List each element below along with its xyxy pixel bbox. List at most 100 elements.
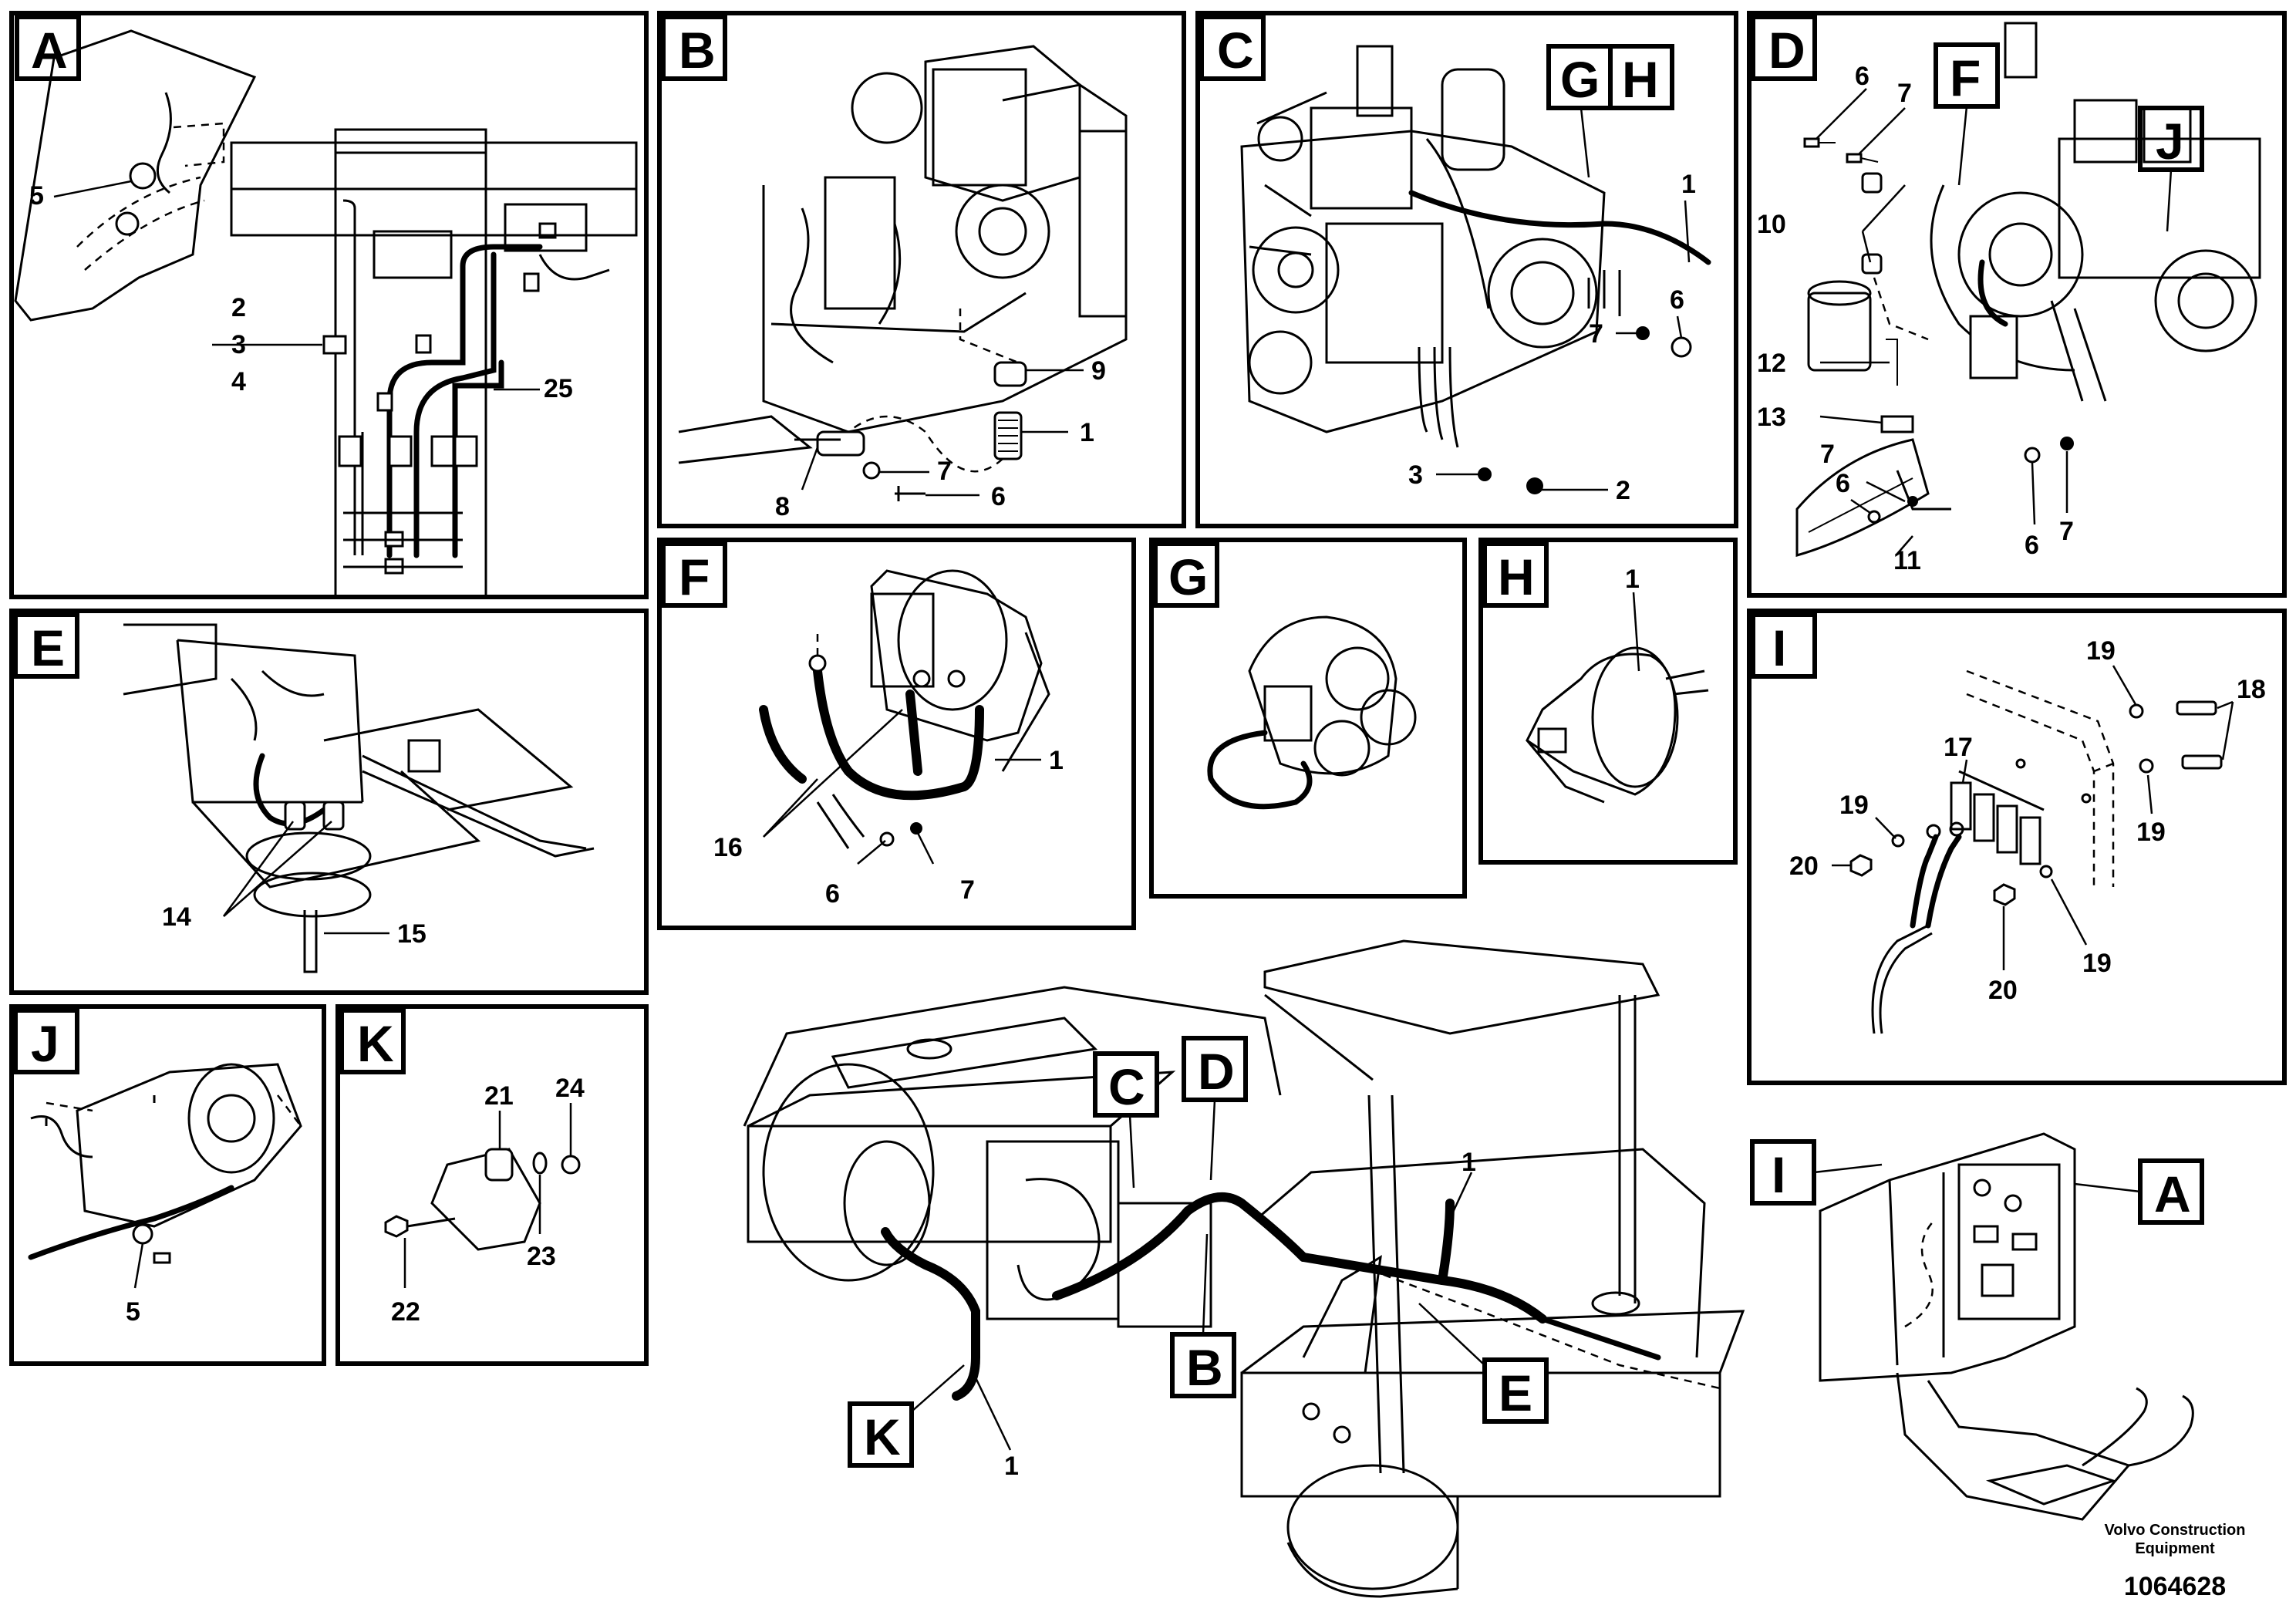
panel-j-callout-5: 5 xyxy=(126,1297,140,1327)
panel-a-callout-2: 2 xyxy=(231,293,246,322)
overview-tag-b xyxy=(1170,1332,1236,1398)
panel-f-callout-6: 6 xyxy=(825,879,840,909)
overview-tag-c xyxy=(1093,1051,1159,1118)
panel-c-callout-7: 7 xyxy=(1589,319,1603,349)
overview-callout-1a: 1 xyxy=(1004,1452,1019,1481)
panel-i-callout-17: 17 xyxy=(1944,733,1973,762)
brand-line-2: Equipment xyxy=(2135,1540,2215,1557)
panel-h-tag xyxy=(1482,541,1549,608)
panel-h-tag-label: H xyxy=(1498,548,1535,605)
panel-j-frame xyxy=(9,1004,326,1366)
panel-b-tag-label: B xyxy=(679,22,716,79)
overview-tag-a xyxy=(2138,1158,2204,1225)
panel-a-tag-label: A xyxy=(31,22,68,79)
panel-i-callout-20a: 20 xyxy=(1789,851,1819,881)
panel-i-callout-19d: 19 xyxy=(2082,949,2112,978)
panel-i: I 19 18 17 19 xyxy=(1747,609,2287,1085)
panel-b-tag xyxy=(661,15,727,81)
panel-k-callout-22: 22 xyxy=(391,1297,420,1327)
overview-tag-i-label: I xyxy=(1772,1146,1785,1203)
panel-d-callout-13: 13 xyxy=(1757,403,1786,432)
panel-d-callout-7c: 7 xyxy=(2059,517,2074,546)
panel-c-subtag-g xyxy=(1546,44,1613,110)
panel-e-tag-label: E xyxy=(31,619,65,676)
panel-c-callout-2: 2 xyxy=(1616,476,1630,505)
footer: Volvo Construction Equipment 1064628 xyxy=(2105,1522,2246,1601)
panel-f-tag xyxy=(661,541,727,608)
panel-b: B 9 1 7 8 6 xyxy=(657,11,1186,528)
panel-c-subtag-g-label: G xyxy=(1560,51,1600,108)
panel-d-callout-6b: 6 xyxy=(1836,469,1850,498)
panel-g-tag-label: G xyxy=(1168,548,1208,605)
panel-c-callout-6: 6 xyxy=(1670,285,1684,315)
panel-i-frame xyxy=(1747,609,2287,1085)
panel-d-tag-label: D xyxy=(1768,22,1805,79)
panel-i-callout-20b: 20 xyxy=(1988,976,2018,1005)
overview-tag-k xyxy=(848,1401,914,1468)
panel-d-callout-6c: 6 xyxy=(2025,531,2039,560)
panel-a-callout-3: 3 xyxy=(231,330,246,359)
panel-c-subtag-h-label: H xyxy=(1622,51,1659,108)
panel-d-callout-10: 10 xyxy=(1757,210,1786,239)
overview-tag-b-label: B xyxy=(1186,1339,1223,1396)
panel-h-callout-1: 1 xyxy=(1625,565,1640,594)
panel-e-tag xyxy=(13,612,79,679)
panel-i-callout-19a: 19 xyxy=(2086,636,2116,666)
overview-tag-d-label: D xyxy=(1198,1043,1235,1100)
panel-c-tag xyxy=(1199,15,1266,81)
panel-f-callout-16: 16 xyxy=(713,833,743,862)
overview-callout-1b: 1 xyxy=(1462,1148,1476,1177)
panel-a-frame xyxy=(9,11,649,599)
panel-d: D F J xyxy=(1747,11,2287,598)
panel-d-callout-11: 11 xyxy=(1893,546,1921,575)
console-overview: I A xyxy=(1750,1132,2204,1521)
overview-tag-c-label: C xyxy=(1108,1058,1145,1115)
panel-e: E 14 15 xyxy=(9,609,649,995)
panel-d-callout-12: 12 xyxy=(1757,349,1786,378)
panel-d-callout-7: 7 xyxy=(1897,79,1912,108)
panel-c-subtag-h xyxy=(1608,44,1674,110)
panel-i-tag-label: I xyxy=(1772,619,1786,676)
panel-c-callout-1: 1 xyxy=(1681,170,1696,199)
panel-d-subtag-f-label: F xyxy=(1950,49,1981,106)
overview-tag-e-label: E xyxy=(1499,1364,1532,1421)
panel-c-tag-label: C xyxy=(1217,22,1254,79)
panel-f-tag-label: F xyxy=(679,548,710,605)
panel-c: C G H 1 6 7 3 2 xyxy=(1195,11,1738,528)
panel-g-frame xyxy=(1149,538,1467,899)
panel-h-frame xyxy=(1478,538,1738,865)
overview-tag-e xyxy=(1482,1357,1549,1424)
panel-f: F 1 16 6 7 xyxy=(657,538,1136,930)
panel-d-frame xyxy=(1747,11,2287,598)
panel-k-callout-21: 21 xyxy=(484,1081,514,1111)
panel-d-callout-7b: 7 xyxy=(1820,440,1835,469)
panel-k: K 21 24 23 22 xyxy=(335,1004,649,1366)
panel-e-callout-15: 15 xyxy=(397,919,426,949)
panel-g: G xyxy=(1149,538,1467,899)
machine-overview: C D B E K 1 1 xyxy=(743,939,1745,1598)
panel-d-callout-6: 6 xyxy=(1855,62,1870,91)
panel-e-callout-14: 14 xyxy=(162,902,191,932)
panel-k-callout-23: 23 xyxy=(527,1242,556,1271)
panel-a-callout-5: 5 xyxy=(29,181,44,211)
panel-a-grommet xyxy=(129,162,157,190)
panel-a-callout-4: 4 xyxy=(231,367,246,396)
panel-b-callout-9: 9 xyxy=(1091,356,1106,386)
brand-line-1: Volvo Construction xyxy=(2105,1522,2246,1539)
panel-h: H 1 xyxy=(1478,538,1738,865)
panel-i-tag xyxy=(1751,612,1817,679)
panel-j: J 5 xyxy=(9,1004,326,1366)
panel-k-tag xyxy=(339,1008,406,1074)
panel-b-callout-6: 6 xyxy=(991,482,1006,511)
panel-b-callout-1: 1 xyxy=(1080,418,1094,447)
overview-tag-a-label: A xyxy=(2154,1165,2191,1222)
panel-b-callout-7: 7 xyxy=(937,457,952,486)
panel-b-callout-8: 8 xyxy=(775,492,790,521)
panel-b-frame xyxy=(657,11,1186,528)
panel-j-tag xyxy=(13,1008,79,1074)
panel-i-callout-18: 18 xyxy=(2237,675,2266,704)
panel-a: A xyxy=(9,11,649,599)
overview-tag-k-label: K xyxy=(864,1408,901,1465)
panel-d-tag xyxy=(1751,15,1817,81)
panel-j-tag-label: J xyxy=(31,1015,59,1072)
